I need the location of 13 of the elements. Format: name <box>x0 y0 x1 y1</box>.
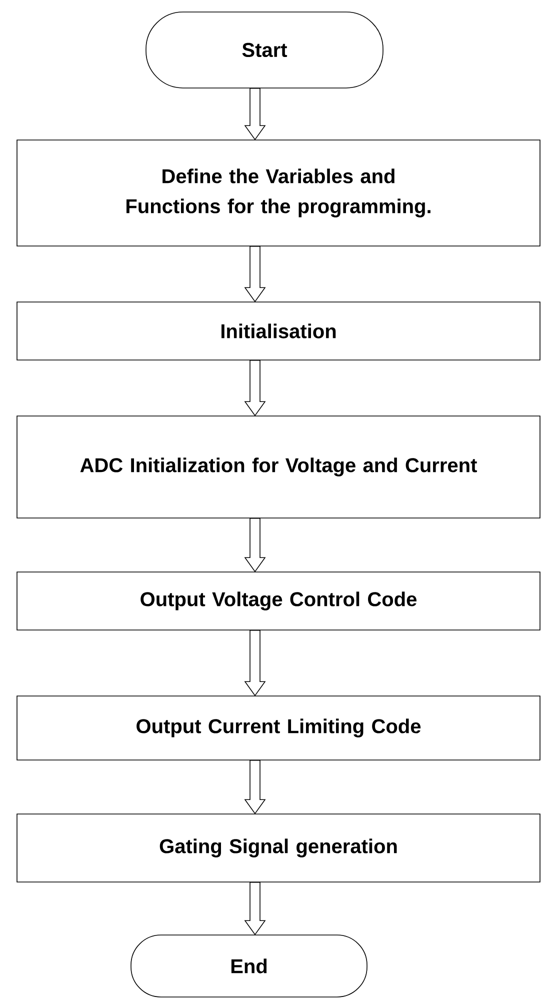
arrow <box>244 518 266 572</box>
arrow <box>244 630 266 696</box>
process-box: Output Current Limiting Code <box>16 696 540 760</box>
process-box: Output Voltage Control Code <box>16 572 540 630</box>
arrow <box>244 760 266 814</box>
arrow <box>244 882 266 936</box>
process-box: ADC Initialization for Voltage and Current <box>16 416 540 518</box>
process-box: Initialisation <box>16 302 540 360</box>
arrow <box>244 88 266 140</box>
process-box: Define the Variables and Functions for the programming. <box>16 140 540 246</box>
arrow <box>244 360 266 416</box>
arrow <box>244 246 266 302</box>
process-box: Gating Signal generation <box>16 814 540 882</box>
